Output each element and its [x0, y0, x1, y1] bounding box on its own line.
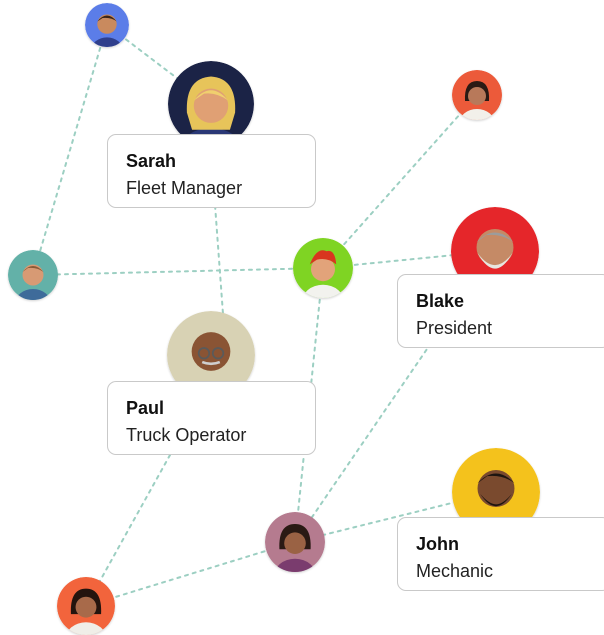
- person-card-john[interactable]: John Mechanic: [397, 517, 604, 591]
- link-topblue-leftteal: [32, 24, 108, 276]
- person-name: Paul: [126, 398, 165, 418]
- person-card-blake[interactable]: Blake President: [397, 274, 604, 348]
- person-role: President: [416, 318, 493, 338]
- avatar-bottom-orange[interactable]: [57, 577, 115, 635]
- person-card-sarah[interactable]: Sarah Fleet Manager: [107, 134, 316, 208]
- person-role: Mechanic: [416, 561, 494, 581]
- avatar-top-blue[interactable]: [85, 3, 129, 47]
- link-midgreen-topred: [322, 94, 478, 269]
- person-name: Sarah: [126, 151, 177, 171]
- avatar-bottom-purple[interactable]: [265, 512, 325, 572]
- avatar-left-teal[interactable]: [8, 250, 58, 300]
- link-blake-bottompurple: [294, 329, 441, 543]
- avatar-mid-green[interactable]: [293, 238, 353, 298]
- link-bottompurple-bottomorange: [85, 541, 296, 607]
- person-name: John: [416, 534, 459, 554]
- person-role: Truck Operator: [126, 425, 247, 445]
- person-name: Blake: [416, 291, 465, 311]
- person-card-paul[interactable]: Paul Truck Operator: [107, 381, 316, 455]
- link-topblue-sarah: [106, 24, 212, 105]
- avatar-top-red[interactable]: [452, 70, 502, 120]
- person-role: Fleet Manager: [126, 178, 243, 198]
- link-leftteal-midgreen: [32, 267, 324, 276]
